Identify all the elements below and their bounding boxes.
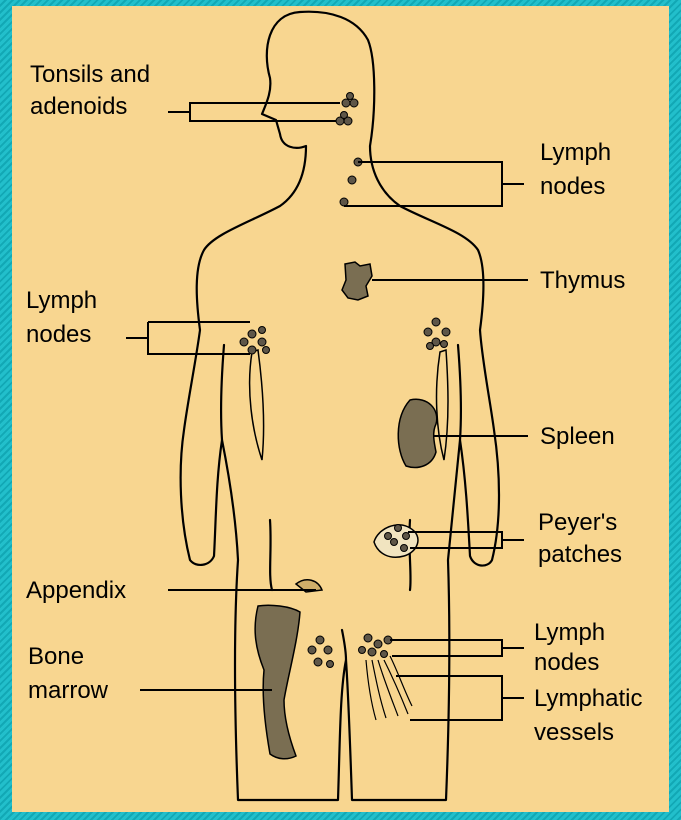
label-peyers-line1: Peyer's [538,509,617,536]
label-lymphatic-vessels-line1: Lymphatic [534,685,643,712]
body-outline [181,12,499,800]
label-bone-marrow-line1: Bone [28,643,84,670]
label-lymph-nodes-arm-line2: nodes [26,321,91,348]
label-lymph-nodes-arm-line1: Lymph [26,287,97,314]
label-peyers-line2: patches [538,541,622,568]
label-appendix: Appendix [26,577,126,604]
label-spleen: Spleen [540,423,615,450]
label-tonsils-line1: Tonsils and [30,61,150,88]
label-lymph-nodes-groin-line1: Lymph [534,619,605,646]
label-lymph-nodes-groin-line2: nodes [534,649,599,676]
label-lymph-nodes-neck-line1: Lymph [540,139,611,166]
label-bone-marrow-line2: marrow [28,677,109,704]
bone-marrow-organ [255,605,300,759]
leg-vessels [366,656,412,720]
labels: Tonsils and adenoids Lymph nodes Thymus … [26,61,643,746]
label-lymphatic-vessels-line2: vessels [534,719,614,746]
label-thymus: Thymus [540,267,625,294]
label-lymph-nodes-neck-line2: nodes [540,173,605,200]
organs [255,262,437,759]
thymus-organ [342,262,372,300]
label-tonsils-line2: adenoids [30,93,127,120]
spleen-organ [398,399,437,467]
